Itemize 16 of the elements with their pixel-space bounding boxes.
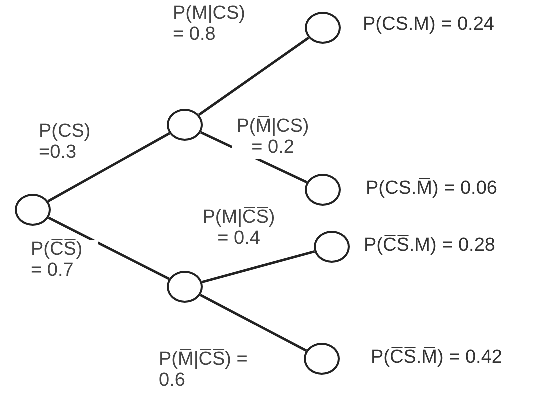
- branch-line: [202, 250, 316, 284]
- outcome-probability: P(C̅S̅.M) = 0.28: [364, 235, 496, 258]
- outcome-probability: P(C̅S̅.M̅) = 0.42: [371, 347, 502, 370]
- tree-node-circle: [15, 194, 51, 226]
- branch-line: [48, 132, 170, 203]
- outcome-probability: P(CS.M̅) = 0.06: [366, 178, 498, 201]
- branch-line: [198, 36, 310, 116]
- tree-node-circle: [305, 174, 341, 206]
- branch-line: [48, 216, 170, 280]
- tree-node-circle: [304, 343, 340, 375]
- branch-line: [200, 294, 308, 352]
- outcome-probability: P(CS.M) = 0.24: [363, 14, 494, 37]
- tree-node-circle: [314, 231, 350, 263]
- tree-node-circle: [167, 109, 203, 141]
- tree-node-circle: [167, 271, 203, 303]
- tree-node-circle: [305, 12, 341, 44]
